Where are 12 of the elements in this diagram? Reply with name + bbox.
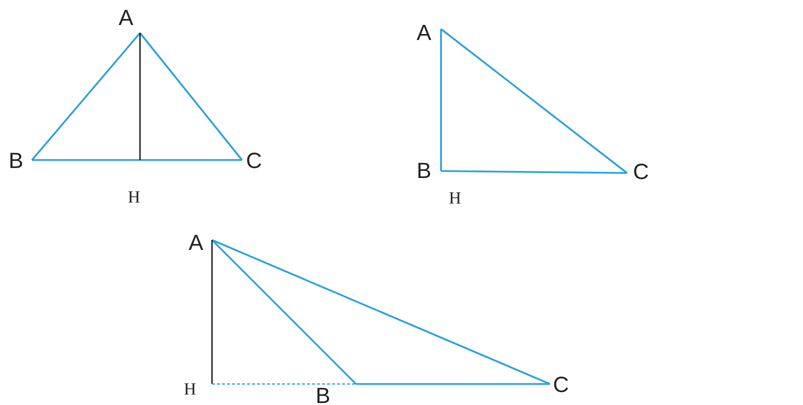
- vertex-label: A: [416, 22, 432, 44]
- vertex-label: B: [316, 385, 330, 405]
- vertex-label: H: [448, 190, 462, 206]
- vertex-label: C: [633, 161, 649, 183]
- vertex-label: A: [188, 232, 204, 254]
- vertex-label: C: [553, 374, 569, 396]
- vertex-label: H: [184, 380, 196, 398]
- vertex-label: H: [128, 188, 140, 206]
- vertex-label: C: [246, 150, 262, 172]
- vertex-label: A: [118, 7, 134, 29]
- vertex-label: B: [416, 160, 432, 182]
- vertex-label: B: [8, 150, 24, 172]
